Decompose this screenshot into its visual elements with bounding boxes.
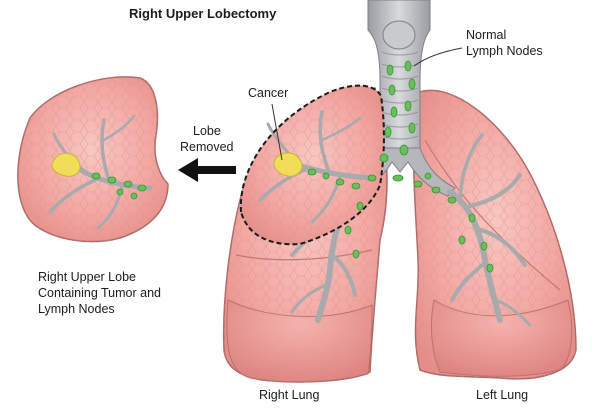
resected-lobe-caption-line2: Containing Tumor and bbox=[38, 286, 161, 300]
resected-lobe-caption-line3: Lymph Nodes bbox=[38, 302, 115, 316]
lobe-removed-label-line1: Lobe bbox=[193, 124, 221, 138]
tumor-resected bbox=[51, 152, 81, 177]
resected-lobe-caption-line1: Right Upper Lobe bbox=[38, 270, 136, 284]
leader-lines bbox=[271, 47, 463, 161]
lymph-nodes-label-line2: Lymph Nodes bbox=[466, 44, 543, 58]
lobe-removed-label-line2: Removed bbox=[180, 140, 234, 154]
lymph-nodes bbox=[307, 60, 494, 273]
diagram-title: Right Upper Lobectomy bbox=[129, 6, 277, 21]
resected-upper-lobe bbox=[17, 76, 169, 243]
tumor-in-situ bbox=[273, 152, 303, 177]
left-lung-label: Left Lung bbox=[476, 388, 529, 402]
resection-region bbox=[239, 84, 385, 246]
right-lung-label: Right Lung bbox=[259, 388, 320, 402]
cancer-label: Cancer bbox=[248, 86, 289, 100]
lymph-nodes-label-line1: Normal bbox=[466, 28, 507, 42]
left-arrow bbox=[178, 158, 236, 182]
